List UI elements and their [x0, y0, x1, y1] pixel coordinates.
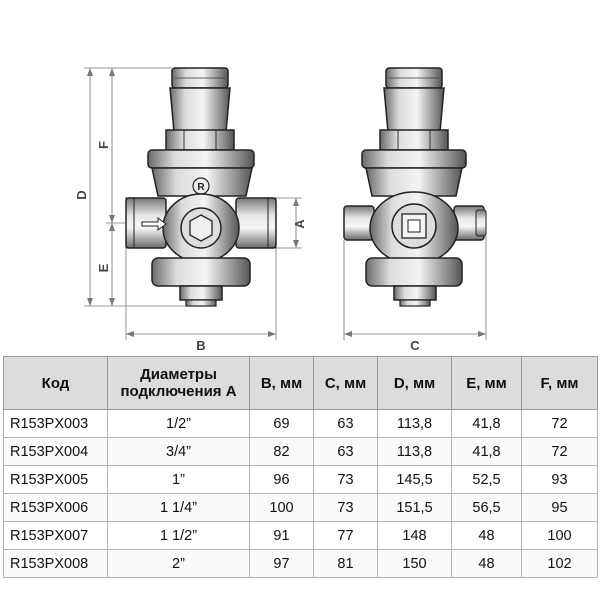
table-row: R153PX006 1 1/4” 100 73 151,5 56,5 95	[3, 493, 598, 522]
cell-c: 77	[313, 521, 378, 550]
cell-b: 69	[249, 409, 314, 438]
cell-d: 113,8	[377, 437, 452, 466]
side-view	[343, 67, 487, 307]
table-row: R153PX003 1/2” 69 63 113,8 41,8 72	[3, 409, 598, 438]
dim-label-e: E	[96, 263, 111, 272]
cell-code: R153PX008	[3, 549, 108, 578]
cell-c: 63	[313, 437, 378, 466]
cell-e: 41,8	[451, 437, 522, 466]
dim-label-a: A	[292, 219, 307, 229]
dimension-arrows	[87, 68, 486, 337]
dimension-lines	[84, 67, 487, 340]
header-code: Код	[3, 356, 108, 410]
cell-b: 82	[249, 437, 314, 466]
dim-label-d: D	[74, 190, 89, 199]
dim-label-c: C	[410, 338, 420, 353]
cell-code: R153PX003	[3, 409, 108, 438]
cell-connection: 1 1/2”	[107, 521, 250, 550]
cell-d: 151,5	[377, 493, 452, 522]
cell-connection: 1/2”	[107, 409, 250, 438]
table-row: R153PX004 3/4” 82 63 113,8 41,8 72	[3, 437, 598, 466]
cell-b: 96	[249, 465, 314, 494]
header-d: D, мм	[377, 356, 452, 410]
cell-e: 52,5	[451, 465, 522, 494]
cell-code: R153PX004	[3, 437, 108, 466]
cell-code: R153PX007	[3, 521, 108, 550]
cell-e: 41,8	[451, 409, 522, 438]
cell-d: 145,5	[377, 465, 452, 494]
table-header-row: Код Диаметры подключения A B, мм C, мм D…	[3, 356, 598, 410]
cell-b: 100	[249, 493, 314, 522]
cell-connection: 2”	[107, 549, 250, 578]
header-f: F, мм	[521, 356, 598, 410]
table-row: R153PX007 1 1/2” 91 77 148 48 100	[3, 521, 598, 550]
cell-e: 56,5	[451, 493, 522, 522]
spec-table: Код Диаметры подключения A B, мм C, мм D…	[3, 356, 598, 578]
cell-connection: 1 1/4”	[107, 493, 250, 522]
cell-c: 73	[313, 493, 378, 522]
valve-drawing: R	[74, 67, 487, 353]
cell-f: 100	[521, 521, 598, 550]
cell-d: 148	[377, 521, 452, 550]
cell-e: 48	[451, 549, 522, 578]
cell-b: 97	[249, 549, 314, 578]
header-b: B, мм	[249, 356, 314, 410]
cell-connection: 3/4”	[107, 437, 250, 466]
cell-code: R153PX006	[3, 493, 108, 522]
cell-e: 48	[451, 521, 522, 550]
svg-text:R: R	[197, 182, 205, 193]
cell-code: R153PX005	[3, 465, 108, 494]
cell-d: 113,8	[377, 409, 452, 438]
header-e: E, мм	[451, 356, 522, 410]
header-connection-diameter: Диаметры подключения A	[107, 356, 250, 410]
cell-d: 150	[377, 549, 452, 578]
cell-c: 73	[313, 465, 378, 494]
cell-f: 95	[521, 493, 598, 522]
cell-b: 91	[249, 521, 314, 550]
cell-connection: 1”	[107, 465, 250, 494]
dim-label-f: F	[96, 141, 111, 149]
cell-f: 72	[521, 409, 598, 438]
table-row: R153PX005 1” 96 73 145,5 52,5 93	[3, 465, 598, 494]
cell-f: 72	[521, 437, 598, 466]
cell-f: 102	[521, 549, 598, 578]
cell-c: 63	[313, 409, 378, 438]
cell-f: 93	[521, 465, 598, 494]
header-c: C, мм	[313, 356, 378, 410]
dim-label-b: B	[196, 338, 205, 353]
front-view: R	[125, 67, 277, 307]
cell-c: 81	[313, 549, 378, 578]
table-row: R153PX008 2” 97 81 150 48 102	[3, 549, 598, 578]
